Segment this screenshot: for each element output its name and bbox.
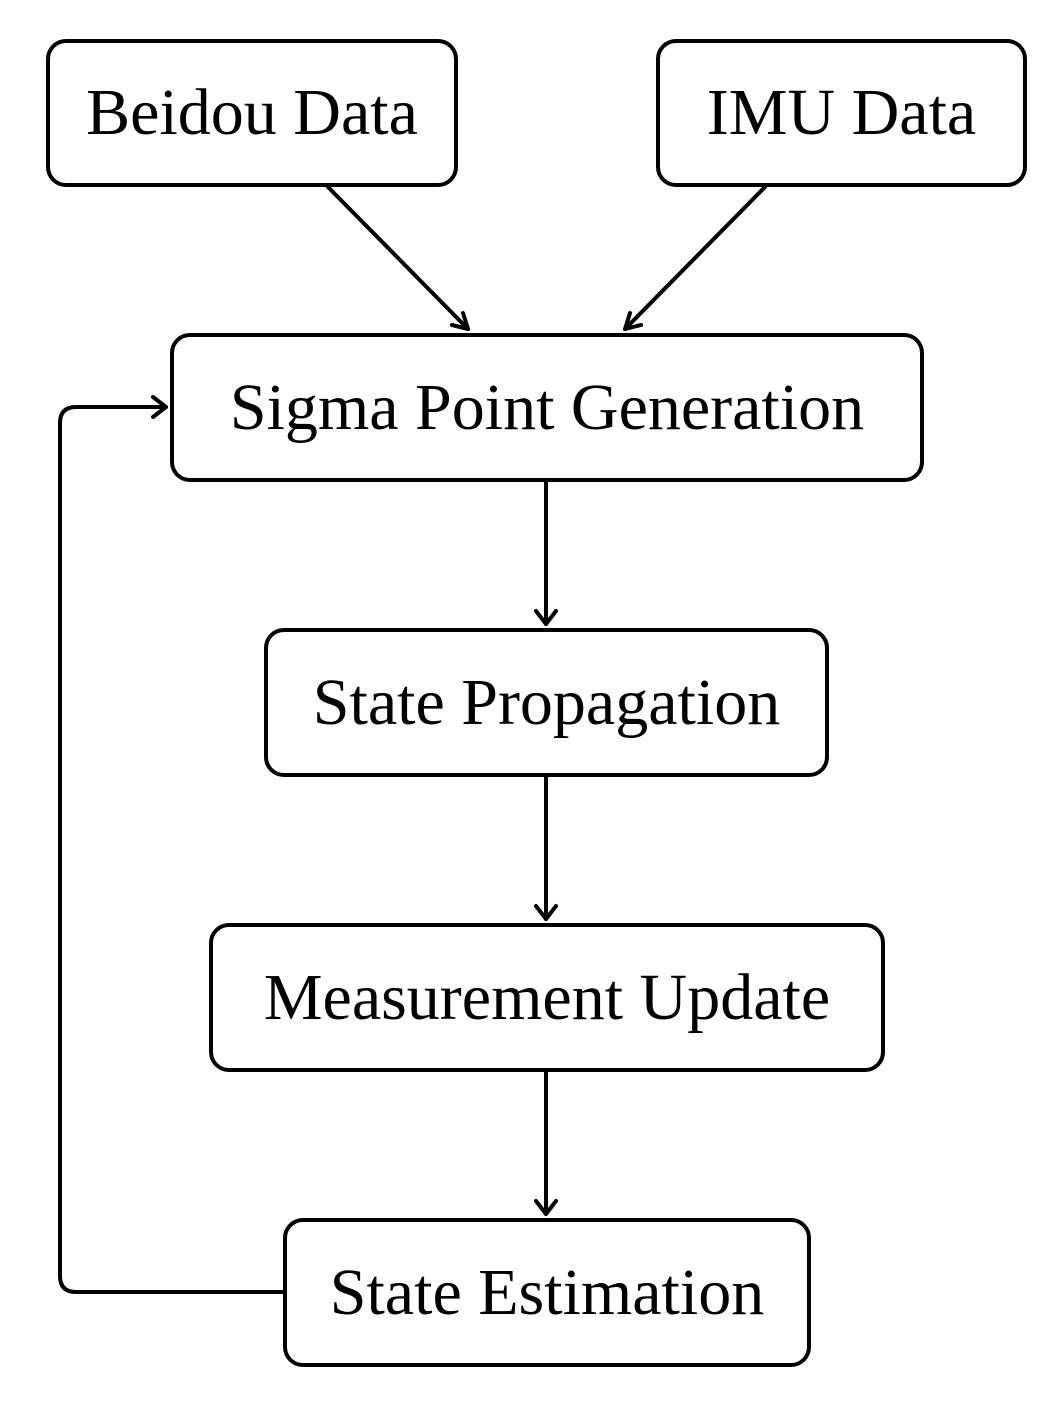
edge-estimation-to-sigma-loop [58,395,285,1294]
node-measurement-update: Measurement Update [209,923,885,1072]
node-measurement-update-label: Measurement Update [263,960,831,1034]
edge-beidou-to-sigma [326,185,470,331]
node-beidou-data: Beidou Data [46,39,458,187]
node-imu-data-label: IMU Data [706,76,977,149]
node-state-propagation: State Propagation [264,628,829,777]
edge-imu-to-sigma [623,185,767,331]
node-state-estimation: State Estimation [283,1218,811,1367]
edge-sigma-to-propagation [534,480,558,626]
edge-measurement-to-estimation [534,1070,558,1216]
node-beidou-data-label: Beidou Data [86,76,418,149]
node-sigma-point-generation-label: Sigma Point Generation [229,370,865,444]
node-imu-data: IMU Data [656,39,1027,187]
node-state-propagation-label: State Propagation [312,665,781,739]
node-state-estimation-label: State Estimation [329,1255,765,1329]
node-sigma-point-generation: Sigma Point Generation [170,333,924,482]
edge-propagation-to-measurement [534,775,558,921]
